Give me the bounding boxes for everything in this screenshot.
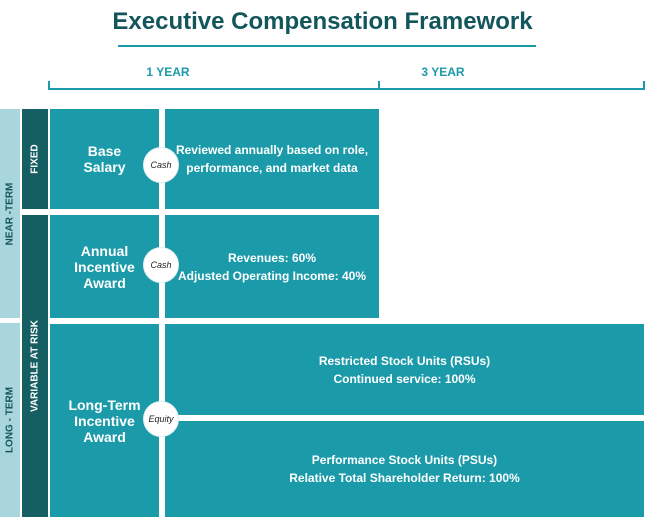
period-1-year-label: 1 YEAR <box>146 65 190 79</box>
annual-incentive-metrics: Revenues: 60% Adjusted Operating Income:… <box>165 215 379 318</box>
near-term-label: NEAR -TERM <box>4 182 16 245</box>
period-3-year-label: 3 YEAR <box>421 65 465 79</box>
equity-vehicle-badge: Equity <box>143 401 179 437</box>
period-1-year-bracket <box>48 81 380 90</box>
base-salary-description: Reviewed annually based on role, perform… <box>165 109 379 209</box>
annual-incentive-component: Annual Incentive Award <box>50 215 159 318</box>
cash-vehicle-badge: Cash <box>143 247 179 283</box>
long-term-incentive-component: Long-Term Incentive Award <box>50 324 159 517</box>
base-salary-component: Base Salary <box>50 109 159 209</box>
rsu-description: Restricted Stock Units (RSUs) Continued … <box>165 324 644 415</box>
near-term-band: NEAR -TERM <box>0 109 20 318</box>
cash-vehicle-badge: Cash <box>143 147 179 183</box>
variable-at-risk-band: VARIABLE AT RISK <box>22 215 48 517</box>
fixed-band: FIXED <box>22 109 48 209</box>
title-underline <box>118 45 536 47</box>
period-3-year-bracket <box>378 81 645 90</box>
long-term-label: LONG - TERM <box>4 386 16 454</box>
page-title: Executive Compensation Framework <box>112 8 533 35</box>
psu-description: Performance Stock Units (PSUs) Relative … <box>165 421 644 517</box>
variable-at-risk-label: VARIABLE AT RISK <box>29 319 41 413</box>
fixed-label: FIXED <box>29 144 41 174</box>
long-term-band: LONG - TERM <box>0 323 20 517</box>
